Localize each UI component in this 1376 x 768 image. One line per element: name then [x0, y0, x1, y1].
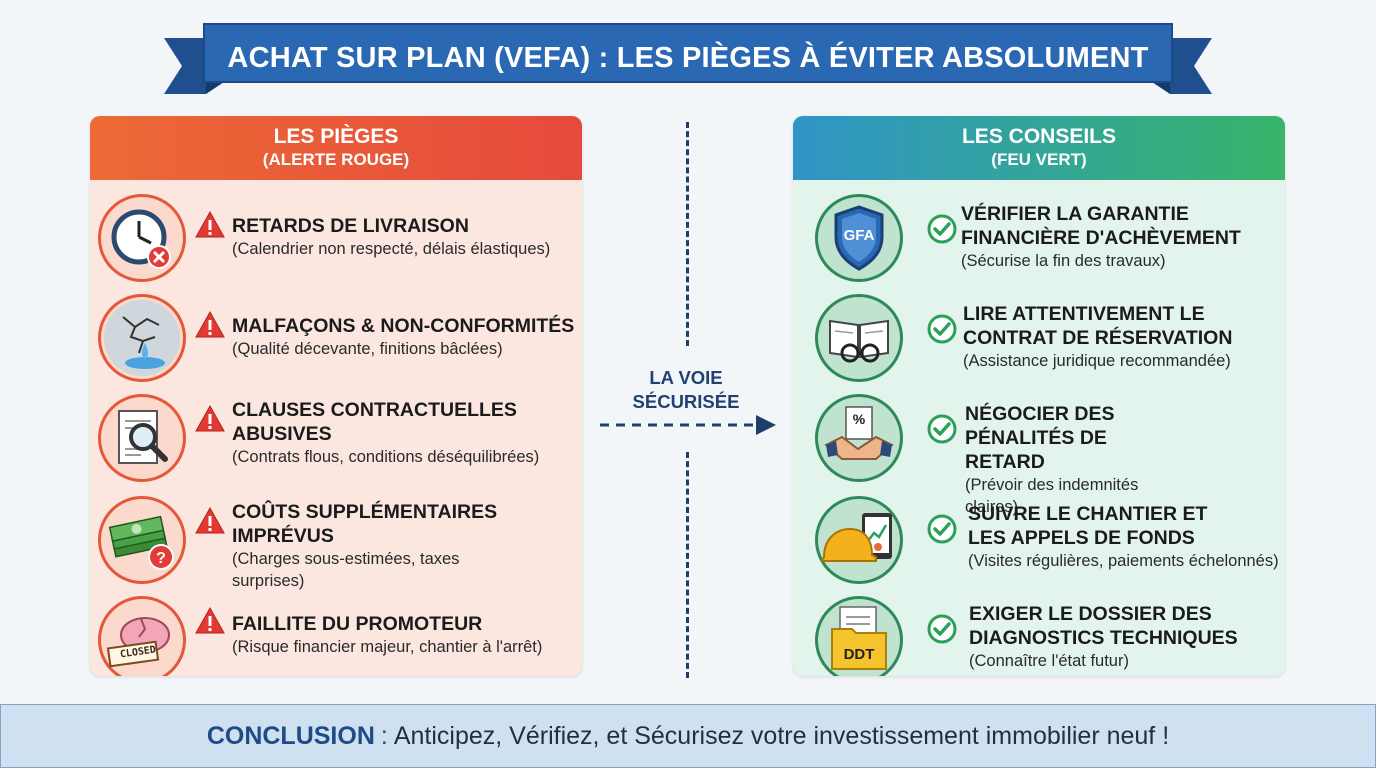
check-icon	[927, 214, 957, 244]
shield-icon: GFA	[815, 194, 903, 282]
check-icon	[927, 614, 957, 644]
svg-text:?: ?	[156, 550, 166, 567]
secure-path-line2: SÉCURISÉE	[632, 391, 740, 412]
advice-item: % NÉGOCIER DES PÉNALITÉS DE RETARD (Prév…	[793, 388, 1285, 516]
clock-icon	[98, 194, 186, 282]
advice-item: LIRE ATTENTIVEMENT LE CONTRAT DE RÉSERVA…	[793, 288, 1285, 388]
broken-piggy-bank-icon: CLOSED	[98, 596, 186, 676]
divider-bottom	[686, 452, 689, 678]
check-icon	[927, 514, 957, 544]
pitfall-item: MALFAÇONS & NON-CONFORMITÉS (Qualité déc…	[90, 288, 582, 388]
arrow-right-icon	[600, 415, 776, 435]
pitfall-title: COÛTS SUPPLÉMENTAIRES IMPRÉVUS	[232, 501, 498, 547]
advice-desc: (Visites régulières, paiements échelonné…	[968, 552, 1279, 570]
conclusion-label: CONCLUSION	[206, 721, 375, 750]
pitfall-desc: (Qualité décevante, finitions bâclées)	[232, 340, 503, 358]
advice-desc: (Connaître l'état futur)	[969, 652, 1129, 670]
divider-top	[686, 122, 689, 346]
secure-path-label: LA VOIE SÉCURISÉE	[606, 366, 766, 414]
pitfall-title: MALFAÇONS & NON-CONFORMITÉS	[232, 315, 575, 337]
pitfalls-subtitle: (ALERTE ROUGE)	[262, 150, 410, 169]
pitfall-title: CLAUSES CONTRACTUELLES ABUSIVES	[232, 399, 517, 445]
pitfalls-header: LES PIÈGES (ALERTE ROUGE)	[90, 116, 582, 180]
book-glasses-icon	[815, 294, 903, 382]
pitfall-desc: (Calendrier non respecté, délais élastiq…	[232, 240, 551, 258]
advice-title: LES CONSEILS	[961, 125, 1117, 148]
page-title: ACHAT SUR PLAN (VEFA) : LES PIÈGES À ÉVI…	[227, 41, 1149, 74]
ribbon-shape	[164, 23, 1212, 94]
advice-desc: (Sécurise la fin des travaux)	[961, 252, 1166, 270]
advice-title-text: LIRE ATTENTIVEMENT LE CONTRAT DE RÉSERVA…	[963, 303, 1233, 349]
folder-label: DDT	[843, 646, 875, 663]
warning-icon	[195, 310, 225, 338]
pitfall-desc: (Risque financier majeur, chantier à l'a…	[232, 638, 543, 656]
pitfall-title: RETARDS DE LIVRAISON	[232, 215, 469, 237]
advice-item: SUIVRE LE CHANTIER ET LES APPELS DE FOND…	[793, 490, 1285, 590]
pitfall-desc: (Charges sous-estimées, taxes surprises)	[232, 550, 460, 590]
cracked-wall-icon	[98, 294, 186, 382]
warning-icon	[195, 606, 225, 634]
check-icon	[927, 314, 957, 344]
pitfalls-title: LES PIÈGES	[273, 125, 399, 148]
pitfall-desc: (Contrats flous, conditions déséquilibré…	[232, 448, 540, 466]
advice-item: GFA VÉRIFIER LA GARANTIE FINANCIÈRE D'AC…	[793, 188, 1285, 288]
conclusion-bar: CONCLUSION : Anticipez, Vérifiez, et Séc…	[0, 704, 1376, 768]
warning-icon	[195, 506, 225, 534]
pitfall-item: CLAUSES CONTRACTUELLES ABUSIVES (Contrat…	[90, 388, 582, 488]
advice-title-text: NÉGOCIER DES PÉNALITÉS DE RETARD	[965, 403, 1115, 473]
pitfall-title: FAILLITE DU PROMOTEUR	[232, 613, 483, 635]
warning-icon	[195, 404, 225, 432]
title-banner: ACHAT SUR PLAN (VEFA) : LES PIÈGES À ÉVI…	[164, 20, 1212, 100]
advice-title-text: EXIGER LE DOSSIER DES DIAGNOSTICS TECHNI…	[969, 603, 1238, 649]
folder-icon: DDT	[815, 596, 903, 676]
conclusion-text: Anticipez, Vérifiez, et Sécurisez votre …	[393, 721, 1170, 750]
percent-label: %	[852, 411, 866, 427]
pitfall-item: RETARDS DE LIVRAISON (Calendrier non res…	[90, 188, 582, 288]
advice-title-text: VÉRIFIER LA GARANTIE FINANCIÈRE D'ACHÈVE…	[961, 203, 1241, 249]
advice-desc: (Prévoir des indemnités claires)	[965, 476, 1139, 516]
pitfall-item: CLOSED FAILLITE DU PROMOTEUR (Risque fin…	[90, 590, 582, 676]
advice-item: DDT EXIGER LE DOSSIER DES DIAGNOSTICS TE…	[793, 590, 1285, 676]
check-icon	[927, 414, 957, 444]
contract-magnifier-icon	[98, 394, 186, 482]
secure-path-line1: LA VOIE	[649, 367, 723, 388]
advice-panel: LES CONSEILS (FEU VERT) GFA VÉRIFIER LA …	[793, 116, 1285, 676]
advice-title-text: SUIVRE LE CHANTIER ET LES APPELS DE FOND…	[968, 503, 1208, 549]
hardhat-tablet-icon	[815, 496, 903, 584]
money-stack-icon: ?	[98, 496, 186, 584]
handshake-icon: %	[815, 394, 903, 482]
advice-desc: (Assistance juridique recommandée)	[963, 352, 1231, 370]
warning-icon	[195, 210, 225, 238]
shield-label: GFA	[843, 227, 875, 244]
pitfall-item: ? COÛTS SUPPLÉMENTAIRES IMPRÉVUS (Charge…	[90, 490, 582, 590]
advice-subtitle: (FEU VERT)	[991, 150, 1087, 169]
advice-header: LES CONSEILS (FEU VERT)	[793, 116, 1285, 180]
pitfalls-panel: LES PIÈGES (ALERTE ROUGE) RETARDS DE LIV…	[90, 116, 582, 676]
conclusion-separator: :	[380, 721, 388, 750]
